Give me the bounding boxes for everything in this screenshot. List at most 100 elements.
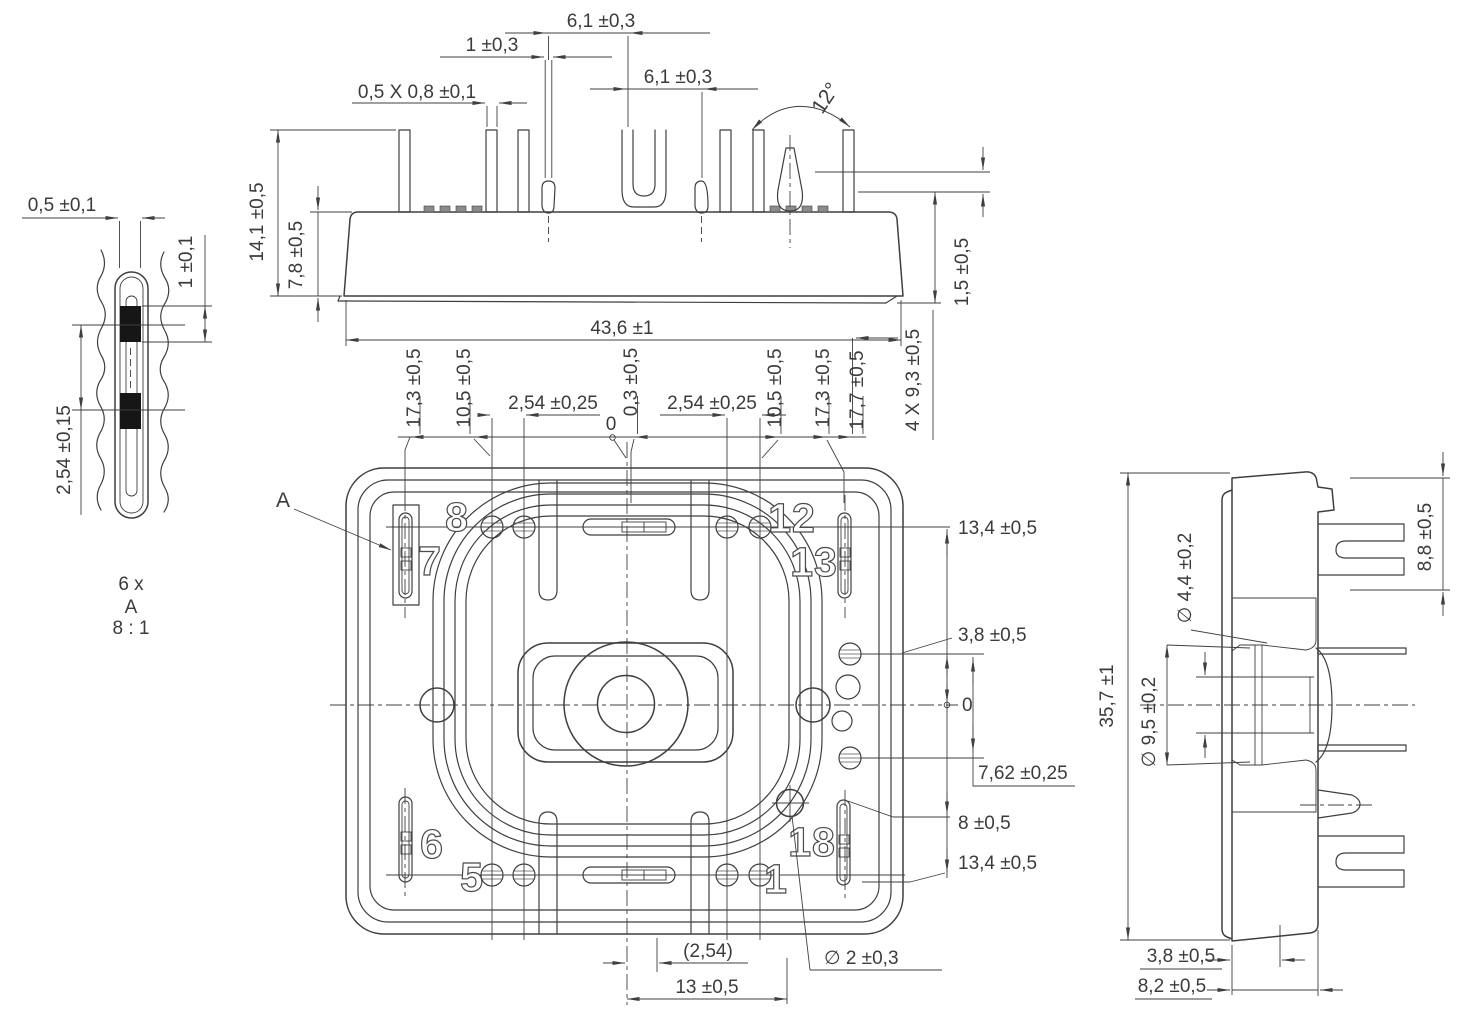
- dim-text-side-height: 35,7 ±1: [1097, 664, 1118, 727]
- detail-caption-quantity: 6 x: [118, 574, 144, 595]
- dim-text-contact-length: 1 ±0,1: [176, 236, 197, 289]
- dim-text-pin-chamfer: 0,5 X 0,8 ±0,1: [358, 82, 476, 103]
- dim-latch-angle: 12°: [751, 79, 851, 131]
- dim-pin-width: 1 ±0,3: [440, 35, 612, 178]
- detail-a-marker: A: [276, 489, 290, 512]
- dim-pin-length: 4 X 9,3 ±0,5: [897, 191, 941, 440]
- top-edge-serrations: [423, 205, 829, 213]
- center-boss: [517, 641, 734, 767]
- dim-contact-length: 1 ±0,1: [142, 235, 212, 343]
- dim-text-pin-width: 1 ±0,3: [466, 35, 519, 56]
- bottom-pin-view: 8 12 7 13 6 5 1 18 A 17,3 ±0,5 10,5 ±0,5: [276, 335, 1075, 1005]
- rib-channels: [538, 480, 710, 934]
- pin-label-18: 18: [788, 819, 836, 865]
- dim-text-hole: ∅ 2 ±0,3: [824, 948, 899, 969]
- dim-text-contact-pitch: 2,54 ±0,15: [54, 405, 75, 495]
- dim-text-13: 13 ±0,5: [675, 977, 738, 998]
- contact-pad-lower: [120, 393, 141, 429]
- baseplate-profile: [1221, 489, 1233, 940]
- torn-edge-left: [96, 249, 106, 511]
- slot-top-right: [837, 512, 852, 599]
- center-boss-circle: [563, 641, 689, 767]
- pin-circle: [838, 642, 862, 666]
- contact-slot-outer: [114, 271, 149, 519]
- pin-label-7: 7: [418, 538, 442, 584]
- dim-text-latch-angle: 12°: [807, 79, 844, 118]
- dim-pin-chamfer: 0,5 X 0,8 ±0,1: [352, 82, 527, 127]
- dim-text-13-4-bottom: 13,4 ±0,5: [958, 853, 1037, 874]
- plain-circle: [835, 674, 861, 700]
- pin-label-6: 6: [420, 821, 444, 867]
- dim-height-total: 14,1 ±0,5: [247, 129, 396, 297]
- u-shaped-pin: [621, 129, 667, 208]
- dim-pin-span: 8,8 ±0,5: [1350, 452, 1450, 616]
- hatch-upper: [1231, 597, 1317, 652]
- dim-height-body: 7,8 ±0,5: [286, 186, 352, 322]
- dim-text-pin-gap-right: 6,1 ±0,3: [644, 67, 713, 88]
- dim-side-height: 35,7 ±1: [1097, 472, 1230, 941]
- dim-text-10-5-right: 10,5 ±0,5: [765, 348, 786, 427]
- slot-top-left: [392, 504, 420, 606]
- housing-outline-inner: [369, 491, 880, 911]
- dim-text-13-4-top: 13,4 ±0,5: [958, 518, 1037, 539]
- dim-text-latch-step: 1,5 ±0,5: [952, 238, 973, 307]
- pin-number-labels: 8 12 7 13 6 5 1 18: [417, 493, 837, 902]
- dim-text-depth-step: 3,8 ±0,5: [1147, 946, 1216, 967]
- detail-caption-scale: 8 : 1: [113, 618, 150, 639]
- dim-text-height-body: 7,8 ±0,5: [286, 221, 307, 290]
- dim-text-width-body: 43,6 ±1: [590, 318, 653, 339]
- pin-circle: [838, 746, 862, 770]
- dim-text-17-3-right: 17,3 ±0,5: [813, 348, 834, 427]
- dim-text-2-54-left: 2,54 ±0,25: [508, 393, 598, 414]
- dim-text-2-54-right: 2,54 ±0,25: [667, 393, 757, 414]
- hatch-lower: [1231, 759, 1317, 813]
- latch-pin-left: [541, 180, 556, 214]
- dim-text-bore-small: ∅ 4,4 ±0,2: [1175, 533, 1196, 623]
- dim-text-10-5-left: 10,5 ±0,5: [454, 348, 475, 427]
- side-body-profile: [1231, 471, 1335, 942]
- tapered-latch: [776, 147, 804, 212]
- center-bore-circle: [596, 674, 656, 734]
- locating-hole: [772, 785, 809, 822]
- contact-pad-upper: [120, 306, 141, 342]
- plain-circle: [831, 710, 853, 732]
- dim-text-height-total: 14,1 ±0,5: [247, 182, 268, 261]
- dims-top-band: 17,3 ±0,5 10,5 ±0,5 2,54 ±0,25 0 0,3 ±0,…: [398, 335, 898, 503]
- dim-slot-width: 0,5 ±0,1: [22, 195, 165, 268]
- module-pins: [398, 129, 855, 248]
- dim-depth-total: 8,2 ±0,5: [1135, 930, 1343, 1000]
- dim-text-pin-gap-left: 6,1 ±0,3: [567, 11, 636, 32]
- detail-caption-letter: A: [125, 597, 138, 618]
- rib-racetrack: [432, 482, 823, 858]
- center-pill-slots: [582, 518, 676, 884]
- slot-bottom-right: [836, 799, 851, 886]
- dim-text-3-8: 3,8 ±0,5: [958, 625, 1027, 646]
- housing-outline-outer: [345, 467, 904, 935]
- latch-pin-mid: [694, 180, 709, 214]
- dim-pin-gap-left: 6,1 ±0,3: [505, 11, 710, 127]
- detail-caption: 6 x A 8 : 1: [113, 574, 150, 639]
- dim-text-8: 8 ±0,5: [958, 813, 1011, 834]
- dim-bore-small: ∅ 4,4 ±0,2: [1175, 533, 1268, 758]
- dim-bore-large: ∅ 9,5 ±0,2: [1139, 644, 1251, 767]
- dim-text-slot-width: 0,5 ±0,1: [28, 195, 97, 216]
- dim-text-7-62: 7,62 ±0,25: [978, 763, 1068, 784]
- dim-text-17-3-left: 17,3 ±0,5: [404, 348, 425, 427]
- pin-label-8: 8: [445, 494, 469, 540]
- dim-text-pin-span: 8,8 ±0,5: [1415, 503, 1436, 572]
- side-section-view: 35,7 ±1 ∅ 4,4 ±0,2 ∅ 9,5 ±0,2 8,8 ±0,5: [1097, 452, 1450, 1000]
- side-pins: [1300, 523, 1407, 888]
- front-elevation-view: 6,1 ±0,3 1 ±0,3 0,5 X 0,8 ±0,1 6,1 ±0,3: [247, 11, 990, 440]
- dim-latch-step: 1,5 ±0,5: [815, 147, 990, 306]
- dim-text-pin-length: 4 X 9,3 ±0,5: [903, 329, 924, 431]
- dim-text-0-3: 0,3 ±0,5: [621, 348, 642, 417]
- pin-label-1: 1: [764, 856, 788, 902]
- dim-contact-pitch: 2,54 ±0,15: [54, 324, 84, 515]
- pin-label-5: 5: [460, 854, 484, 900]
- pin-label-12: 12: [768, 495, 816, 541]
- torn-edge-right: [159, 251, 170, 513]
- dim-text-bore-large: ∅ 9,5 ±0,2: [1139, 677, 1160, 767]
- side-latch: [1317, 789, 1361, 819]
